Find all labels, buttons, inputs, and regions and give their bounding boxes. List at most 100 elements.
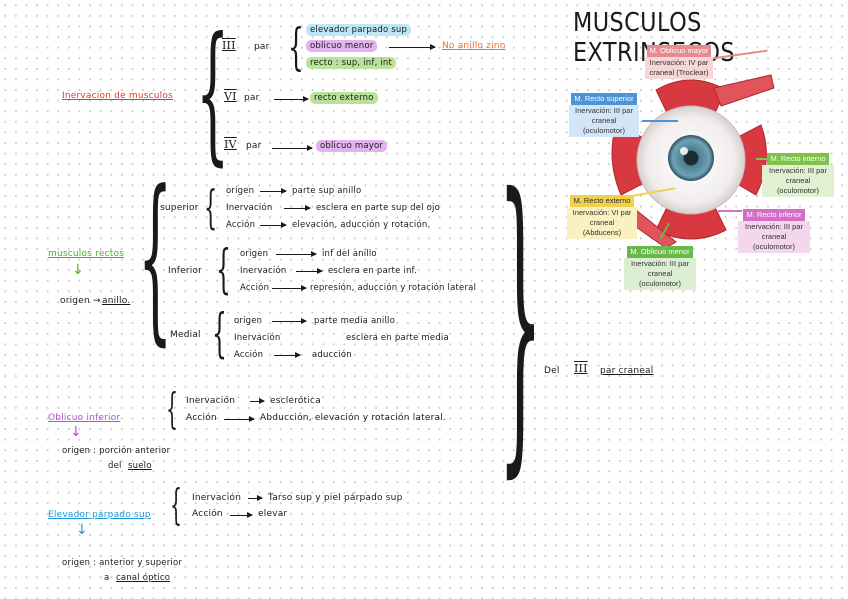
brace-rectos: {	[138, 153, 173, 362]
el-origen-line2-canal: canal óptico	[116, 573, 171, 583]
connector-recto-superior	[642, 120, 678, 122]
oi-inervacion-key: Inervación	[186, 396, 236, 406]
superior-label: superior	[160, 203, 199, 213]
iii-par-label: par	[254, 42, 270, 52]
iii-item-rectos: recto : sup, inf, int	[306, 57, 397, 69]
superior-inervacion-value: esclera en parte sup del ojo	[316, 203, 440, 213]
el-inervacion-key: Inervación	[192, 493, 242, 503]
big-brace-inervacion: {	[196, 6, 230, 180]
arrow-oi-accion	[224, 416, 255, 422]
brace-iii: {	[288, 18, 304, 76]
label-oblicuo-mayor: M. Oblicuo mayor Inervación: IV par cran…	[641, 45, 717, 79]
label-oblicuo-menor: M. Oblicuo menor Inervación: III par cra…	[622, 246, 698, 290]
brace-medial: {	[212, 304, 227, 364]
label-recto-interno-title: M. Recto interno	[767, 153, 829, 165]
el-origen-line2-pre: a	[104, 573, 110, 583]
oi-origen-line2-suelo: suelo	[128, 461, 152, 471]
arrow-oi-inervacion	[250, 398, 265, 404]
arrow-inf-accion	[272, 285, 307, 291]
oi-accion-value: Abducción, elevación y rotación lateral.	[260, 413, 446, 423]
inferior-inervacion-key: Inervación	[240, 266, 287, 276]
brace-superior: {	[204, 180, 218, 234]
origen-anillo-label: origen →	[60, 296, 101, 306]
label-recto-superior-sub: Inervación: III par craneal (oculomotor)	[569, 105, 639, 137]
brace-elevador: {	[170, 480, 183, 529]
musculos-rectos-title: musculos rectos	[48, 249, 125, 259]
arrow-sup-origen	[260, 188, 287, 194]
inferior-origen-key: origen	[240, 249, 269, 259]
iv-par-label: par	[246, 141, 262, 151]
el-accion-value: elevar	[258, 509, 288, 519]
arrow-sup-inervacion	[284, 205, 311, 211]
label-recto-inferior: M. Recto inferior Inervación: III par cr…	[734, 209, 814, 253]
arrow-vi	[274, 96, 309, 102]
arrow-inf-origen	[276, 251, 317, 257]
origen-anillo-value: anillo.	[102, 296, 131, 306]
label-recto-externo: M. Recto externo Inervación: VI par cran…	[564, 195, 640, 239]
iv-item: oblicuo mayor	[316, 140, 388, 152]
el-accion-key: Acción	[192, 509, 223, 519]
label-oblicuo-mayor-sub: Inervación: IV par craneal (Troclear)	[645, 57, 713, 79]
oi-origen-line1: origen : porción anterior	[62, 446, 171, 456]
del-iii-numeral: III	[574, 362, 588, 375]
label-recto-interno: M. Recto interno Inervación: III par cra…	[758, 153, 838, 197]
inferior-inervacion-value: esclera en parte inf.	[328, 266, 418, 276]
superior-accion-value: elevación, aducción y rotación.	[292, 220, 431, 230]
medial-inervacion-value: esclera en parte media	[346, 333, 449, 343]
big-brace-del-iii: }	[498, 132, 543, 504]
del-iii-suffix: par craneal	[600, 366, 654, 376]
arrow-el-inervacion	[248, 495, 263, 501]
vi-par-label: par	[244, 93, 260, 103]
vi-item: recto externo	[310, 92, 378, 104]
inferior-accion-value: represión, aducción y rotación lateral	[310, 283, 477, 293]
arrow-inf-inervacion	[296, 268, 323, 274]
medial-label: Medial	[170, 330, 201, 340]
arrow-iv	[272, 145, 313, 151]
vi-numeral: VI	[224, 90, 237, 103]
inferior-origen-value: inf del anillo	[322, 249, 377, 259]
arrow-med-accion	[274, 352, 301, 358]
arrow-no-anillo	[389, 44, 436, 50]
down-arrow-icon-blue: ↓	[76, 522, 88, 538]
down-arrow-icon-green: ↓	[72, 262, 84, 278]
oi-inervacion-value: esclerótica	[270, 396, 321, 406]
medial-accion-value: aducción	[312, 350, 352, 360]
label-oblicuo-mayor-title: M. Oblicuo mayor	[646, 45, 712, 57]
iv-numeral: IV	[224, 138, 237, 151]
inervacion-title: Inervacion de musculos	[62, 91, 173, 101]
inferior-label: Inferior	[168, 266, 203, 276]
oi-accion-key: Acción	[186, 413, 217, 423]
arrow-el-accion	[230, 512, 253, 518]
label-oblicuo-menor-title: M. Oblicuo menor	[627, 246, 693, 258]
label-recto-superior-title: M. Recto superior	[571, 93, 637, 105]
superior-origen-value: parte sup anillo	[292, 186, 362, 196]
el-origen-line1: origen : anterior y superior	[62, 558, 183, 568]
label-recto-externo-sub: Inervación: VI par craneal (Abducens)	[567, 207, 637, 239]
inferior-accion-key: Acción	[240, 283, 270, 293]
label-oblicuo-menor-sub: Inervación: III par craneal (oculomotor)	[624, 258, 696, 290]
down-arrow-icon-purple: ↓	[70, 424, 82, 440]
del-iii-prefix: Del	[544, 366, 560, 376]
iii-item-elevador: elevador parpado sup	[306, 24, 412, 36]
iii-numeral: III	[222, 39, 236, 52]
elevador-title: Elevador párpado sup	[48, 510, 151, 520]
arrow-sup-accion	[260, 222, 287, 228]
medial-inervacion-key: Inervación	[234, 333, 281, 343]
oi-origen-line2-pre: del	[108, 461, 122, 471]
superior-accion-key: Acción	[226, 220, 256, 230]
iii-item-oblicuo-menor: oblicuo menor	[306, 40, 378, 52]
medial-origen-key: origen	[234, 316, 263, 326]
el-inervacion-value: Tarso sup y piel párpado sup	[268, 493, 403, 503]
brace-oblicuo-inferior: {	[166, 384, 179, 433]
superior-origen-key: origen	[226, 186, 255, 196]
superior-inervacion-key: Inervación	[226, 203, 273, 213]
oblicuo-inferior-title: Oblicuo inferior	[48, 413, 121, 423]
label-recto-interno-sub: Inervación: III par craneal (oculomotor)	[762, 165, 834, 197]
medial-accion-key: Acción	[234, 350, 264, 360]
brace-inferior: {	[216, 240, 231, 300]
label-recto-inferior-title: M. Recto inferior	[743, 209, 805, 221]
label-recto-superior: M. Recto superior Inervación: III par cr…	[566, 93, 642, 137]
label-recto-externo-title: M. Recto externo	[570, 195, 634, 207]
no-anillo-zinn: No anillo zinn	[442, 41, 506, 51]
arrow-med-origen	[272, 318, 307, 324]
